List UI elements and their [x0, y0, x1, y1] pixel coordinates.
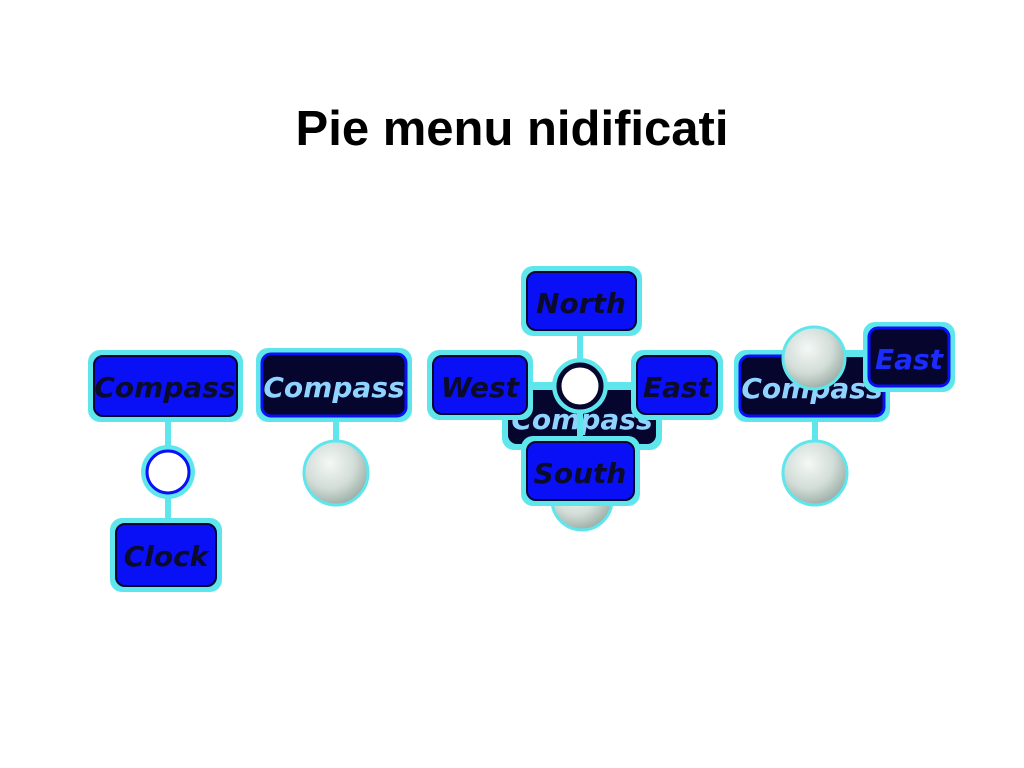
stage-4-group: Compass East [734, 322, 955, 507]
stage-2-group: Compass [256, 348, 412, 507]
drag-ball-icon[interactable] [781, 439, 849, 507]
pie-center-ring[interactable] [552, 358, 608, 414]
north-label: North [536, 287, 626, 320]
pie-center-ring[interactable] [141, 445, 195, 499]
east-label: East [875, 343, 945, 376]
stage-3-group: Compass North West East South [427, 266, 723, 532]
stage-1-group: Compass Clock [88, 350, 243, 592]
clock-label: Clock [124, 540, 211, 573]
compass-label: Compass [94, 371, 235, 404]
east-menu-item[interactable]: East [631, 350, 723, 420]
compass-menu-button-dark[interactable]: Compass [256, 348, 412, 422]
east-submenu-item[interactable]: East [863, 322, 955, 392]
north-menu-item[interactable]: North [521, 266, 642, 336]
east-label: East [643, 371, 713, 404]
south-label: South [534, 457, 627, 490]
drag-ball-icon[interactable] [302, 439, 370, 507]
west-label: West [441, 371, 521, 404]
south-menu-item[interactable]: South [521, 436, 640, 506]
clock-menu-item[interactable]: Clock [110, 518, 222, 592]
west-menu-item[interactable]: West [427, 350, 533, 420]
compass-label: Compass [263, 371, 404, 404]
drag-ball-icon[interactable] [781, 325, 847, 391]
slide-title: Pie menu nidificati [295, 102, 729, 156]
compass-menu-button[interactable]: Compass [88, 350, 243, 422]
